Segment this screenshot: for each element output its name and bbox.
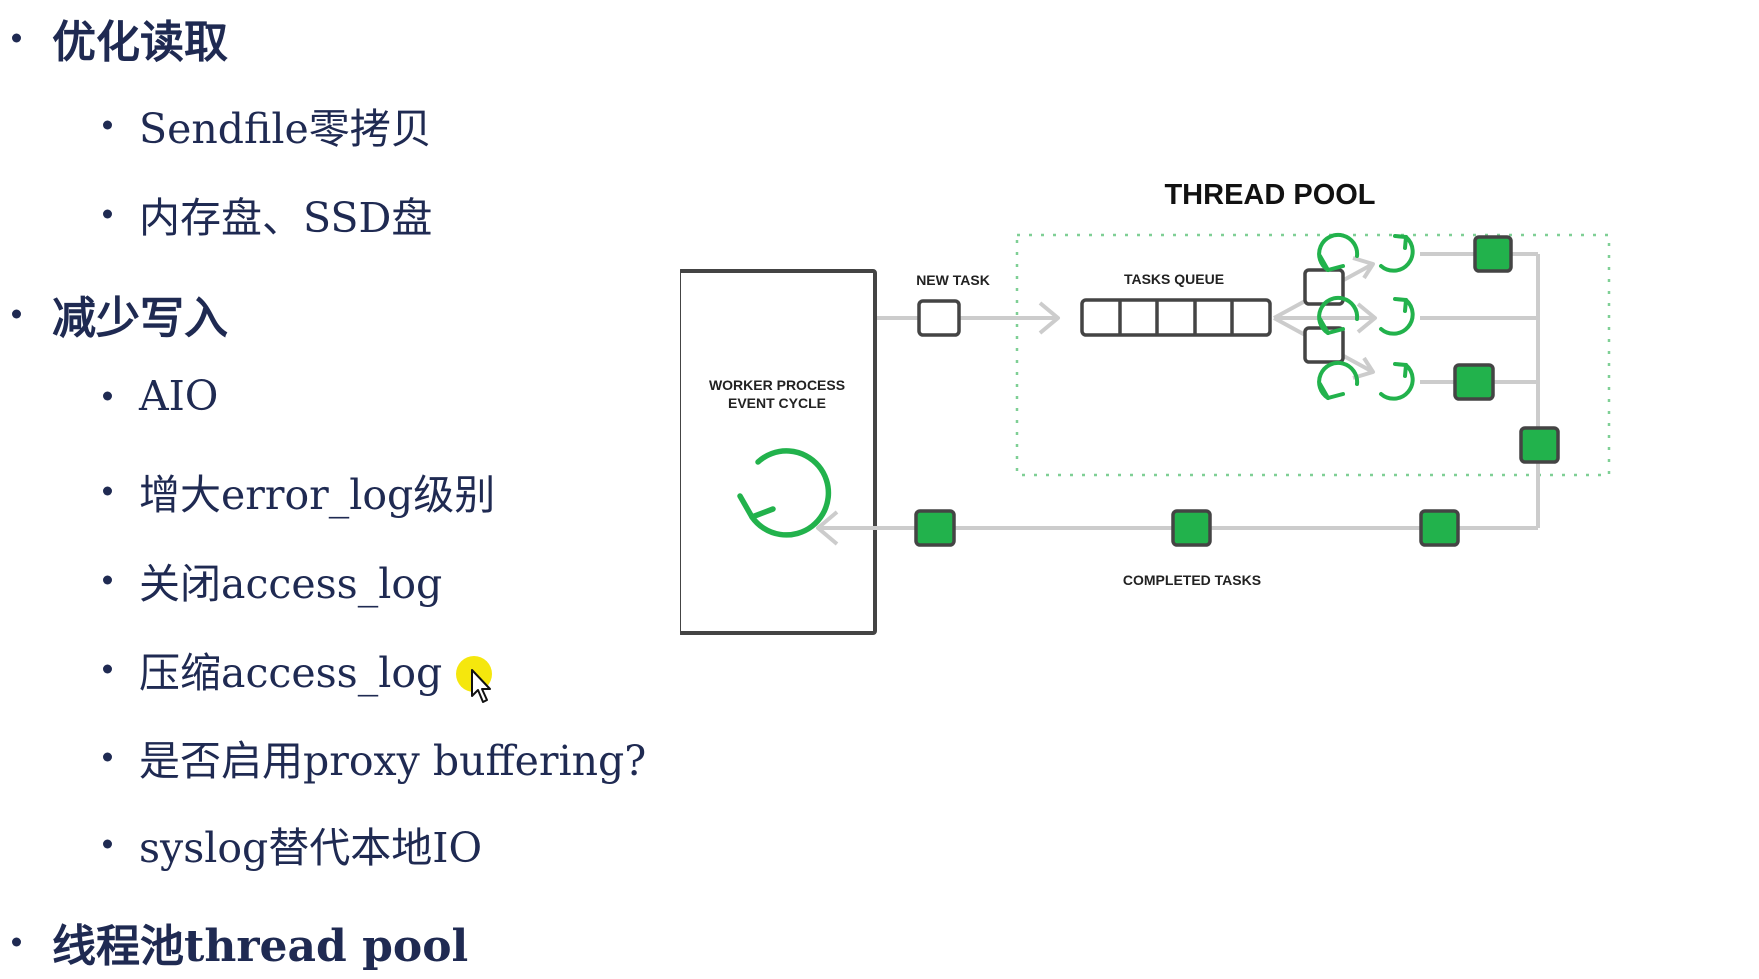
bullet-dot [103, 486, 112, 496]
bullet-dot [12, 33, 21, 43]
section-heading-write: 减少写入 [12, 282, 228, 346]
bullet-dot [12, 309, 21, 319]
completed-return-arrow [816, 510, 839, 546]
queue-label: TASKS QUEUE [1124, 271, 1224, 287]
item-text: Sendfile零拷贝 [139, 105, 432, 153]
new-task-arrow [1038, 301, 1060, 335]
list-item: 压缩access_log [103, 639, 443, 699]
bullet-dot [103, 664, 112, 674]
completed-tasks-label: COMPLETED TASKS [1123, 572, 1261, 588]
event-cycle-icon [737, 448, 832, 538]
item-text: syslog替代本地IO [139, 824, 483, 872]
bullet-dot [103, 575, 112, 585]
worker-thread-cycle-icons [1317, 232, 1415, 401]
thread-pool-diagram: THREAD POOL WORKER PROCESS EVENT CYCLE N… [680, 179, 1611, 635]
item-text: 是否启用proxy buffering? [139, 737, 647, 785]
pending-task-box [1303, 326, 1345, 364]
diagram-title: THREAD POOL [1164, 179, 1375, 211]
worker-label-line1: WORKER PROCESS [709, 377, 845, 393]
completed-task-boxes [914, 235, 1560, 547]
list-item: AIO [103, 372, 219, 420]
item-text: 压缩access_log [139, 649, 443, 697]
tasks-queue [1080, 298, 1272, 337]
bullet-dot [103, 120, 112, 130]
mouse-cursor-icon [471, 669, 491, 703]
list-item: 是否启用proxy buffering? [103, 727, 647, 787]
bullet-dot [103, 839, 112, 849]
bullet-dot [103, 391, 112, 401]
heading-text: 优化读取 [52, 17, 228, 68]
list-item: Sendfile零拷贝 [103, 95, 432, 155]
bullet-dot [12, 937, 21, 947]
list-item: 关闭access_log [103, 550, 443, 610]
item-text: 关闭access_log [139, 560, 443, 608]
item-text: 内存盘、SSD盘 [139, 194, 433, 242]
bullet-dot [103, 209, 112, 219]
worker-label-line2: EVENT CYCLE [728, 395, 826, 411]
new-task-box [917, 299, 961, 337]
list-item: syslog替代本地IO [103, 814, 483, 874]
output-lines [821, 252, 1540, 530]
list-item: 内存盘、SSD盘 [103, 184, 433, 244]
section-heading-read: 优化读取 [12, 6, 228, 70]
section-heading-threadpool: 线程池thread pool [12, 910, 469, 974]
item-text: AIO [139, 372, 219, 420]
new-task-label: NEW TASK [916, 272, 990, 288]
bullet-list: 优化读取 Sendfile零拷贝 内存盘、SSD盘 减少写入 AIO 增大err… [0, 0, 646, 979]
item-text: 增大error_log级别 [139, 471, 496, 519]
list-item: 增大error_log级别 [103, 461, 496, 521]
heading-text: 减少写入 [52, 293, 228, 344]
thread-pool-boundary [1015, 233, 1611, 477]
bullet-dot [103, 752, 112, 762]
heading-text: 线程池thread pool [52, 921, 469, 972]
